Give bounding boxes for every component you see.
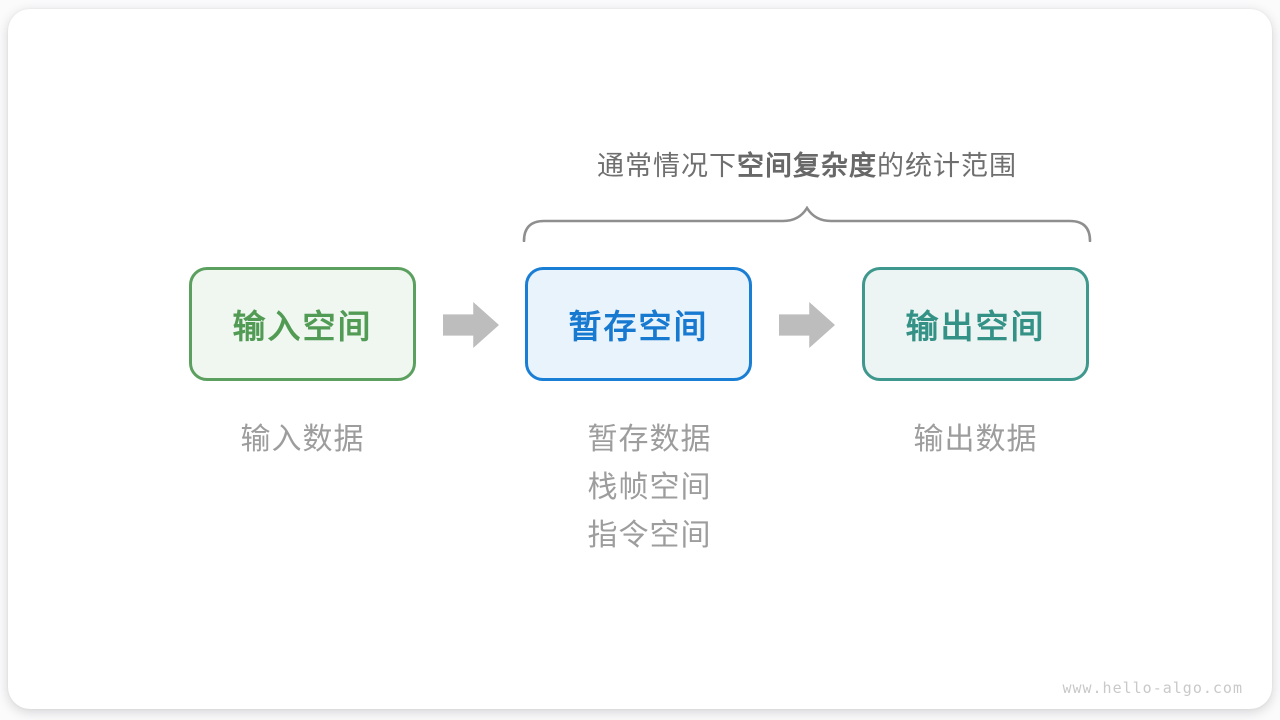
watermark-text: www.hello-algo.com <box>1062 679 1243 697</box>
box-temp-space: 暂存空间 <box>525 267 752 381</box>
box-output-space-label: 输出空间 <box>905 308 1046 345</box>
title-suffix: 的统计范围 <box>877 151 1017 181</box>
note-input-space: 输入数据 <box>189 416 416 464</box>
note-line: 栈帧空间 <box>587 471 712 504</box>
diagram-title: 通常情况下空间复杂度的统计范围 <box>522 144 1092 183</box>
note-line: 输入数据 <box>240 423 365 456</box>
scope-brace-path <box>522 206 1092 242</box>
scope-brace-icon <box>522 206 1092 242</box>
note-line: 输出数据 <box>913 423 1038 456</box>
note-temp-space: 暂存数据 栈帧空间 指令空间 <box>536 416 763 560</box>
note-line: 暂存数据 <box>587 423 712 456</box>
box-input-space: 输入空间 <box>189 267 416 381</box>
note-line: 指令空间 <box>587 519 712 552</box>
box-output-space: 输出空间 <box>862 267 1089 381</box>
title-prefix: 通常情况下 <box>597 151 737 181</box>
box-input-space-label: 输入空间 <box>232 308 373 345</box>
note-output-space: 输出数据 <box>862 416 1089 464</box>
box-temp-space-label: 暂存空间 <box>568 308 709 345</box>
title-emphasis: 空间复杂度 <box>737 151 877 181</box>
